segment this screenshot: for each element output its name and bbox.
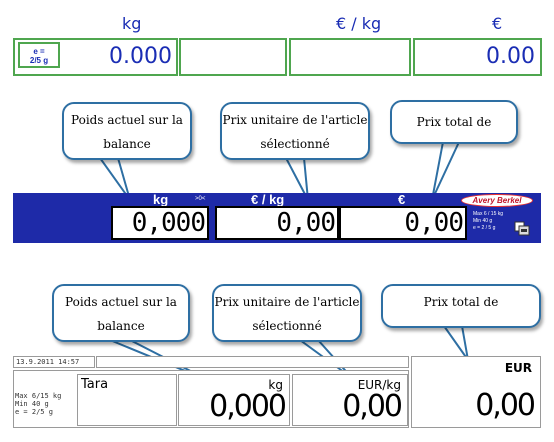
- panel2-spec-e: e = 2 / 5 g: [473, 225, 496, 231]
- brand-name: Avery Berkel: [472, 196, 522, 205]
- callout-unit-price-top: Prix unitaire de l'article sélectionné: [220, 102, 370, 160]
- panel2-total-value: 0,00: [404, 208, 464, 238]
- panel3-unit-price-value: 0,00: [342, 389, 403, 424]
- panel2-weight-value: 0,000: [131, 208, 206, 238]
- panel2-spec-min: Min 40 g: [473, 218, 493, 224]
- callout-unit-price-bottom: Prix unitaire de l'article sélectionné: [212, 284, 362, 342]
- panel3-total-cell: EUR 0,00: [411, 356, 541, 428]
- panel3-tara-cell: Tara: [77, 374, 177, 426]
- panel3-message-bar: [96, 356, 409, 368]
- panel3-unit-price-cell: EUR/kg 0,00: [292, 374, 408, 426]
- panel3-datetime-box: 13.9.2011 14:57: [13, 356, 95, 368]
- panel3-tara-label: Tara: [81, 377, 109, 392]
- callout-weight-bottom: Poids actuel sur la balance: [52, 284, 190, 342]
- panel3-spec-min: Min 40 g: [15, 400, 49, 408]
- panel1-unit-price-cell: [179, 38, 287, 76]
- arrow-total-top: [431, 141, 461, 201]
- panel1-empty-cell: [289, 38, 411, 76]
- arrow-total-bottom: [442, 325, 469, 361]
- panel2-unit-price-unit: € / kg: [251, 192, 285, 207]
- panel1-weight-unit: kg: [122, 14, 142, 33]
- panel1-total-value: 0.00: [486, 44, 535, 69]
- scale-icon: [513, 219, 531, 237]
- panel3-weight-unit: kg: [268, 378, 283, 392]
- panel1-e-line2: 2/5 g: [29, 56, 49, 65]
- panel1-weight-cell: [13, 38, 178, 76]
- callout-weight-top: Poids actuel sur la balance: [62, 102, 192, 160]
- panel3-weight-value: 0,000: [209, 389, 287, 424]
- panel2-display: kg >0< € / kg € Avery Berkel 0,000 0,00 …: [13, 192, 541, 243]
- callout-total-top: Prix total de: [390, 100, 518, 144]
- panel2-weight-cell: 0,000: [111, 206, 209, 240]
- panel2-total-cell: 0,00: [339, 206, 467, 240]
- panel2-spec-max: Max 6 / 15 kg: [473, 211, 504, 217]
- panel1-e-line1: e =: [33, 47, 45, 56]
- panel1-weight-value: 0.000: [109, 44, 172, 69]
- panel3-spec-e: e = 2/5 g: [15, 408, 53, 416]
- brand-logo: Avery Berkel: [461, 194, 533, 207]
- panel2-unit-price-cell: 0,00: [215, 206, 339, 240]
- panel3-datetime: 13.9.2011 14:57: [16, 358, 80, 366]
- panel2-unit-price-value: 0,00: [276, 208, 336, 238]
- panel1-total-cell: [413, 38, 542, 76]
- panel2-total-unit: €: [398, 192, 406, 207]
- panel1-e-box: e = 2/5 g: [18, 42, 60, 68]
- panel2-weight-unit: kg: [153, 192, 169, 207]
- callout-total-bottom: Prix total de: [381, 284, 541, 328]
- panel3-spec-max: Max 6/15 kg: [15, 392, 62, 400]
- panel3-total-value: 0,00: [475, 388, 536, 423]
- panel3-total-unit: EUR: [504, 361, 532, 375]
- panel3-unit-price-unit: EUR/kg: [357, 378, 401, 392]
- panel3-weight-cell: kg 0,000: [178, 374, 290, 426]
- panel1-unit-price-unit: € / kg: [336, 14, 382, 33]
- panel2-zero-mark: >0<: [195, 196, 206, 202]
- panel1-total-unit: €: [492, 14, 503, 33]
